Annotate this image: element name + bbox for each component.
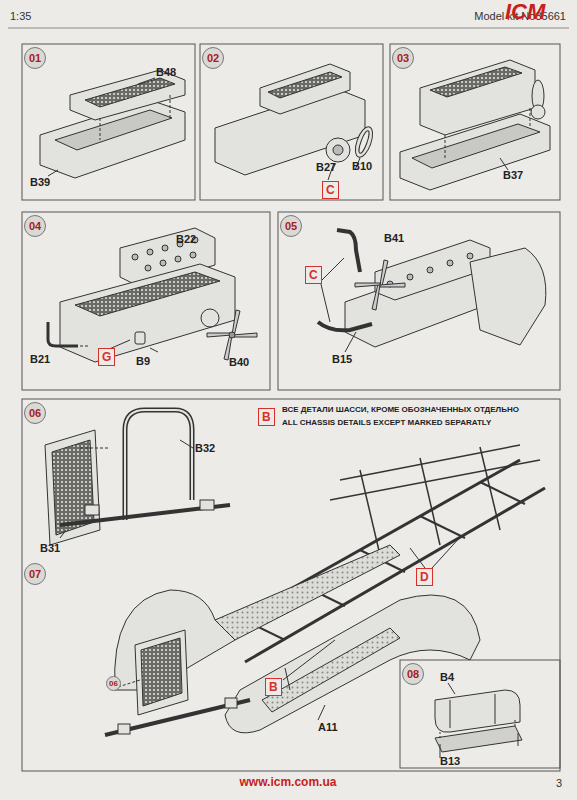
part-group-box: C	[305, 266, 322, 284]
node-text: D	[420, 570, 429, 584]
node-text: B	[269, 680, 278, 694]
node-text: C	[309, 268, 318, 282]
node-text: B	[262, 410, 271, 424]
website-url: www.icm.com.ua	[240, 776, 337, 790]
part-number: B32	[195, 442, 215, 455]
step-number: 05	[280, 215, 302, 237]
step-number: 03	[392, 47, 414, 69]
step-number: 01	[24, 47, 46, 69]
node-text: 05	[285, 220, 297, 232]
part-group-box: G	[98, 348, 115, 366]
part-number: B10	[352, 160, 372, 173]
part-number: B48	[156, 66, 176, 79]
step-number: 08	[402, 663, 424, 685]
note-text: ВСЕ ДЕТАЛИ ШАССИ, КРОМЕ ОБОЗНАЧЕННЫХ ОТД…	[282, 405, 519, 414]
part-number: B41	[384, 232, 404, 245]
step-number: 06	[106, 676, 121, 691]
node-text: 06	[29, 407, 41, 419]
node-text: 08	[407, 668, 419, 680]
part-number: A11	[318, 721, 338, 734]
part-number: B40	[229, 356, 249, 369]
step-number: 02	[202, 47, 224, 69]
node-text: C	[326, 183, 335, 197]
part-group-box: B	[265, 678, 282, 696]
part-number: B15	[332, 353, 352, 366]
part-number: B39	[30, 176, 50, 189]
part-group-box: C	[322, 181, 339, 199]
node-text: 03	[397, 52, 409, 64]
step-number: 06	[24, 402, 46, 424]
part-group-box: B	[258, 408, 275, 426]
page-number: 3	[556, 777, 562, 790]
part-number: B37	[503, 169, 523, 182]
note-text: ALL CHASSIS DETAILS EXCEPT MARKED SEPARA…	[282, 418, 491, 427]
part-number: B21	[30, 353, 50, 366]
step-number: 07	[24, 563, 46, 585]
node-text: G	[102, 350, 111, 364]
node-text: 07	[29, 568, 41, 580]
part-number: B27	[316, 161, 336, 174]
part-number: B4	[440, 671, 454, 684]
part-number: B22	[176, 233, 196, 246]
part-number: B31	[40, 542, 60, 555]
step-number: 04	[24, 215, 46, 237]
scale: 1:35	[10, 10, 31, 23]
part-group-box: D	[416, 568, 433, 586]
brand-logo: ICM	[505, 0, 545, 24]
node-text: 01	[29, 52, 41, 64]
part-number: B9	[136, 355, 150, 368]
node-text: 02	[207, 52, 219, 64]
node-text: 06	[109, 679, 118, 688]
node-text: 04	[29, 220, 41, 232]
part-number: B13	[440, 755, 460, 768]
